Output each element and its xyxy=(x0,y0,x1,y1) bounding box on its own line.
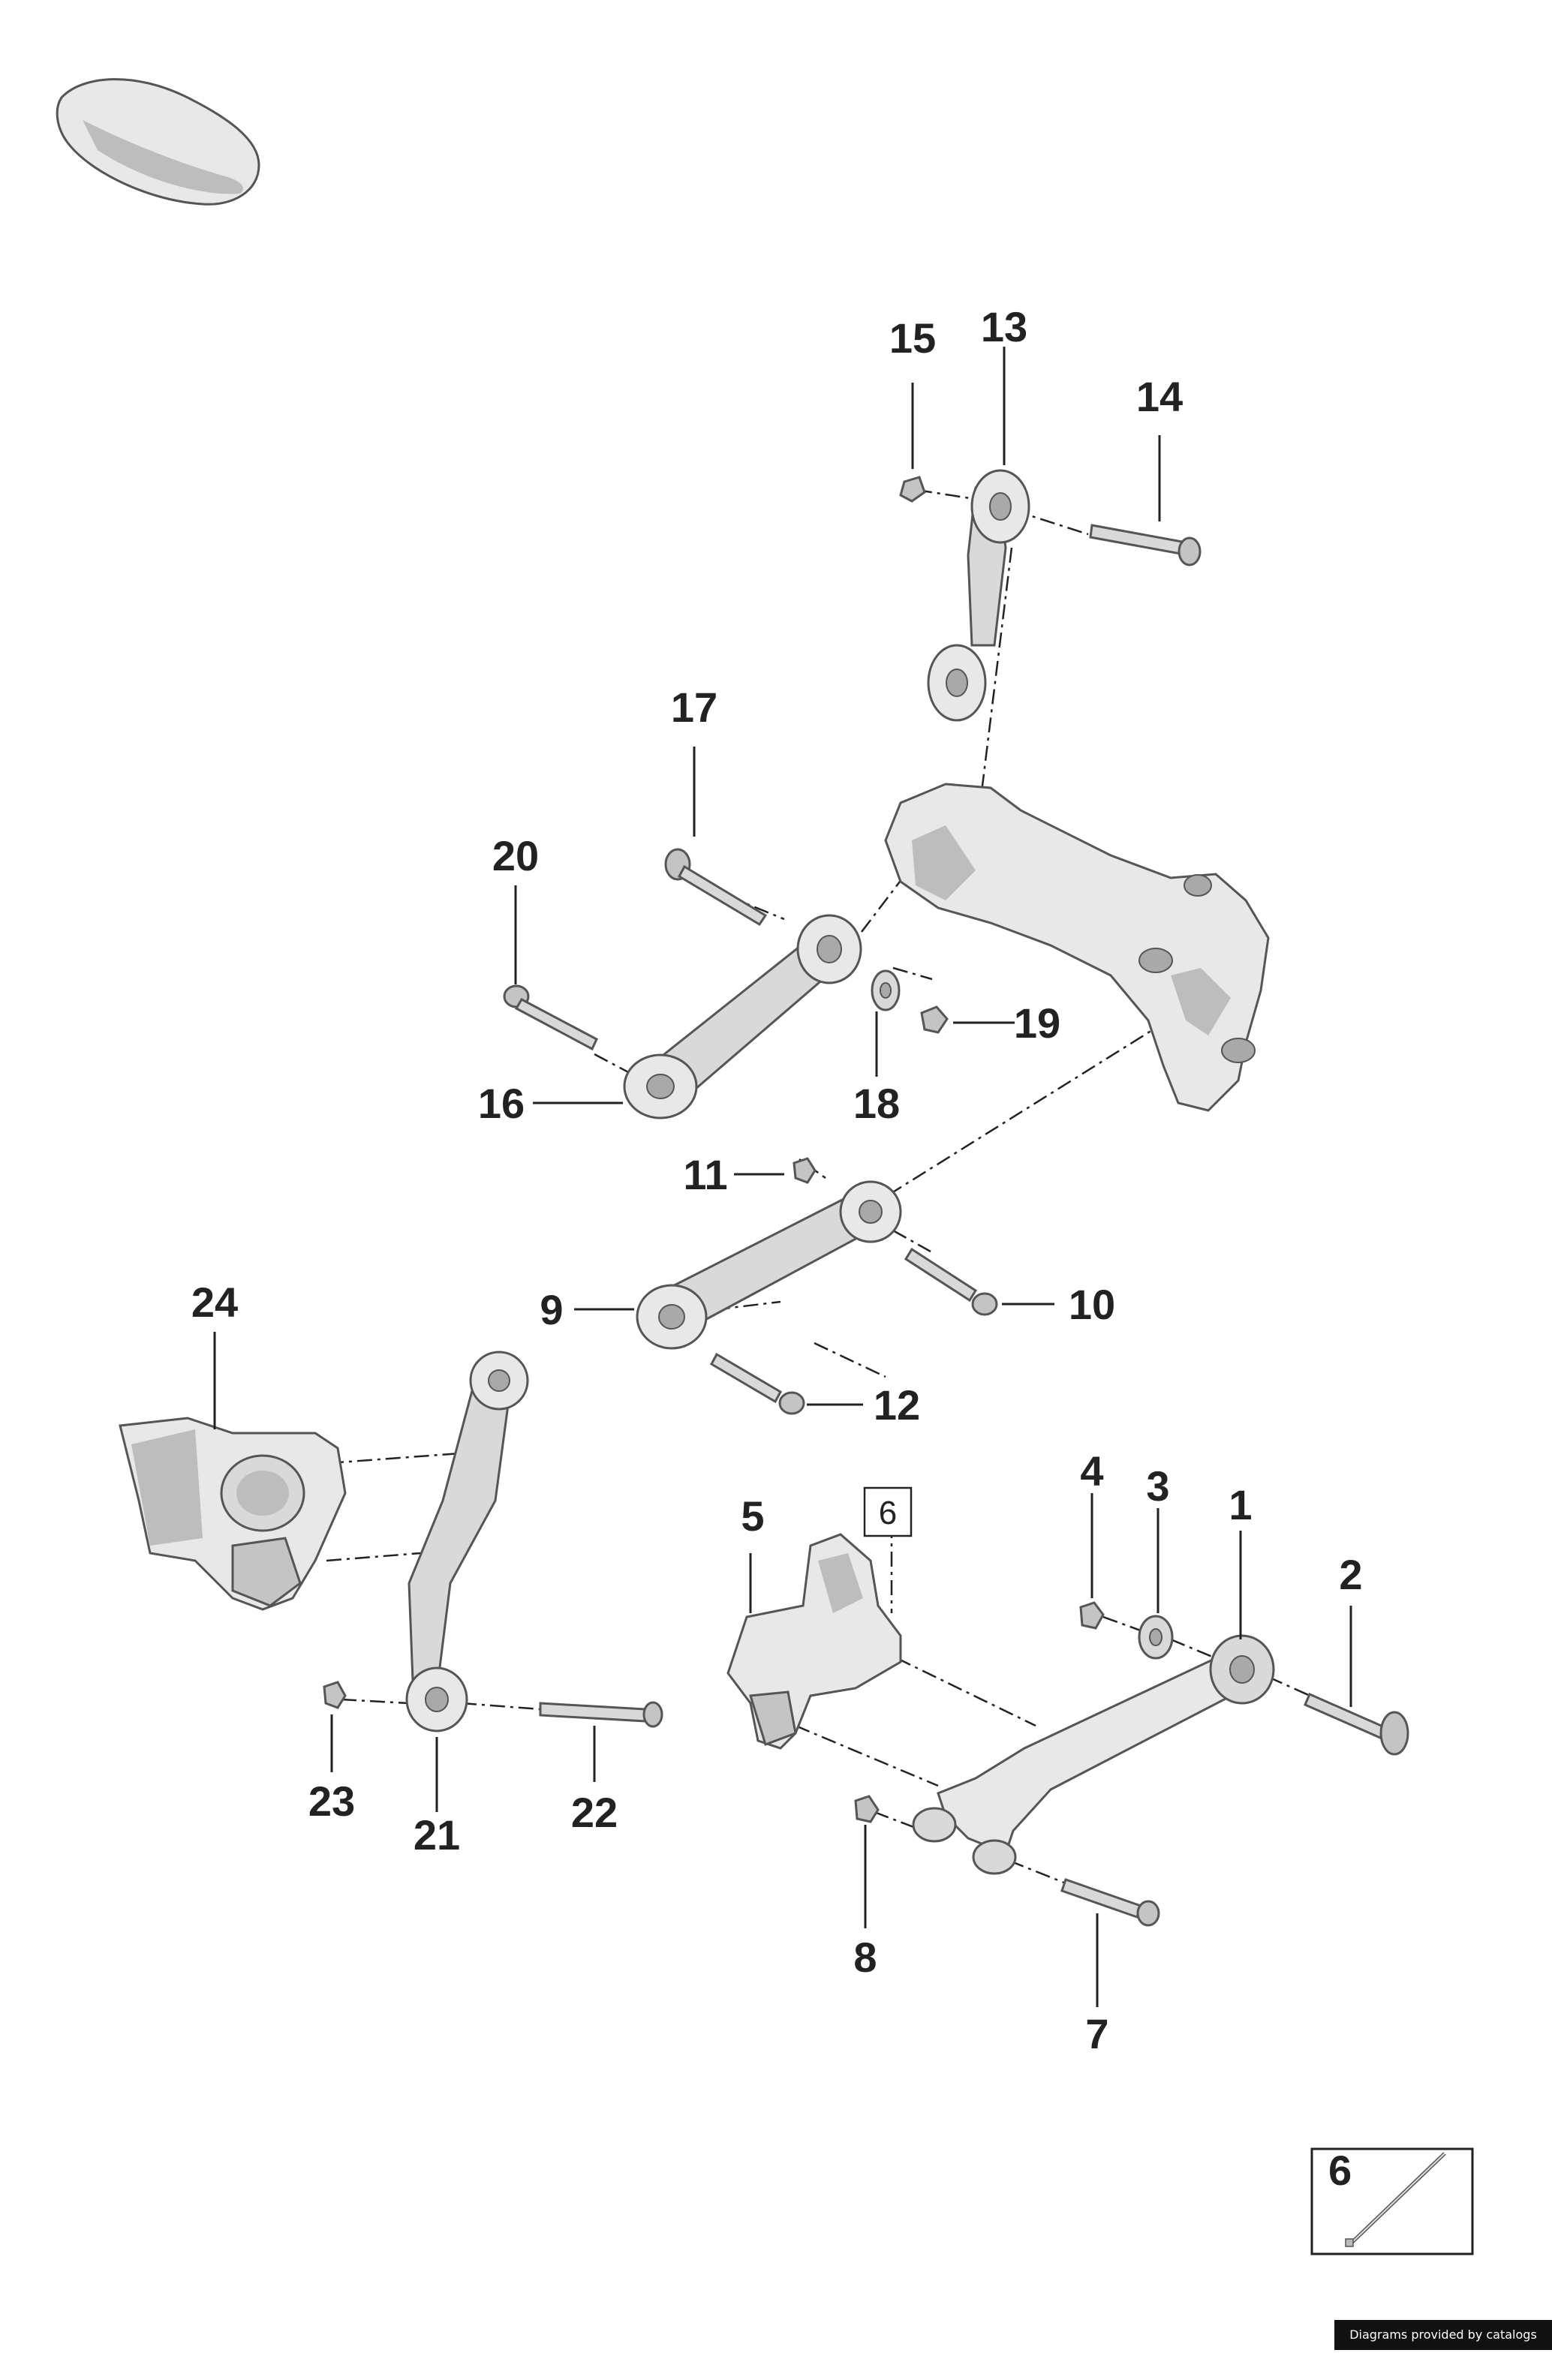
vehicle-thumbnail-icon xyxy=(56,78,260,206)
callout-22[interactable]: 22 xyxy=(571,1789,618,1836)
washer-18 xyxy=(871,969,901,1011)
callout-2[interactable]: 2 xyxy=(1339,1551,1362,1598)
upper-link-13 xyxy=(927,469,1030,722)
bolt-22 xyxy=(539,1701,663,1728)
bolt-10 xyxy=(904,1247,998,1316)
washer-3 xyxy=(1138,1615,1174,1660)
callout-12[interactable]: 12 xyxy=(874,1381,920,1429)
callout-6[interactable]: 6 xyxy=(879,1495,897,1531)
bracket-24 xyxy=(119,1417,347,1611)
nut-19 xyxy=(920,1005,949,1034)
bolt-17 xyxy=(664,848,768,927)
callout-14[interactable]: 14 xyxy=(1136,373,1183,420)
leader-lines xyxy=(213,347,1352,2007)
bolt-14 xyxy=(1089,524,1202,566)
callout-13[interactable]: 13 xyxy=(981,303,1027,350)
bolt-12 xyxy=(709,1352,805,1415)
nut-23 xyxy=(323,1681,347,1709)
callout-1[interactable]: 1 xyxy=(1229,1481,1252,1528)
bolt-20 xyxy=(503,984,598,1051)
link-arm-9 xyxy=(636,1180,902,1350)
axle-carrier xyxy=(884,783,1270,1112)
callout-11[interactable]: 11 xyxy=(683,1151,727,1198)
link-arm-16 xyxy=(623,914,862,1119)
callout-5[interactable]: 5 xyxy=(741,1492,764,1540)
bolt-2 xyxy=(1304,1693,1409,1756)
nut-4 xyxy=(1079,1601,1105,1630)
callout-9[interactable]: 9 xyxy=(540,1286,563,1333)
callout-19[interactable]: 19 xyxy=(1014,999,1060,1047)
reference-box-6[interactable] xyxy=(863,1486,913,1537)
bolt-7 xyxy=(1060,1878,1160,1927)
nut-15 xyxy=(899,476,926,503)
nut-11 xyxy=(793,1157,817,1184)
nut-8 xyxy=(854,1795,880,1823)
callout-23[interactable]: 23 xyxy=(308,1777,355,1825)
callout-3[interactable]: 3 xyxy=(1146,1462,1169,1510)
bracket-5 xyxy=(726,1533,902,1750)
callout-18[interactable]: 18 xyxy=(853,1080,900,1127)
lower-control-arm-1 xyxy=(912,1634,1275,1875)
inset-label: 6 xyxy=(1328,2147,1352,2194)
callout-24[interactable]: 24 xyxy=(191,1279,238,1326)
callout-4[interactable]: 4 xyxy=(1080,1447,1103,1495)
inset-detail-6: 6 xyxy=(1310,2147,1474,2255)
credit-banner: Diagrams provided by catalogs parts xyxy=(1334,2320,1552,2372)
callout-labels: 13 15 14 17 20 16 18 19 11 9 10 12 24 5 … xyxy=(191,303,1363,2057)
callout-15[interactable]: 15 xyxy=(889,314,936,362)
callout-8[interactable]: 8 xyxy=(853,1934,877,1981)
callout-21[interactable]: 21 xyxy=(414,1811,460,1859)
callout-10[interactable]: 10 xyxy=(1069,1281,1115,1328)
control-arm-21 xyxy=(405,1351,529,1732)
callout-17[interactable]: 17 xyxy=(671,684,717,731)
callout-16[interactable]: 16 xyxy=(478,1080,525,1127)
callout-7[interactable]: 7 xyxy=(1085,2010,1108,2057)
callout-20[interactable]: 20 xyxy=(492,832,539,879)
